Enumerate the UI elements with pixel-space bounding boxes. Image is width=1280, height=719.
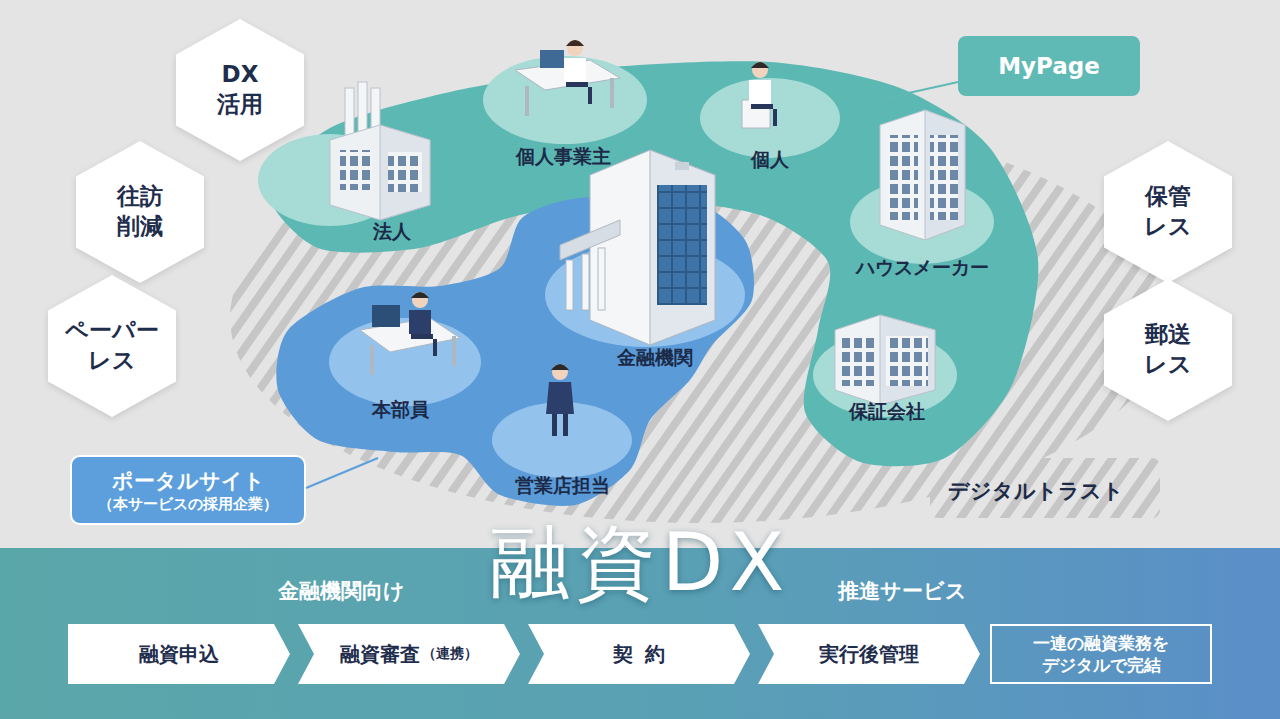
process-step: 実行後管理 xyxy=(758,624,980,684)
summary-box: 一連の融資業務を デジタルで完結 xyxy=(990,624,1212,684)
node-text: （本サービスの採用企業） xyxy=(98,495,278,514)
hexagon-shape xyxy=(48,275,176,417)
guarantee-company-building xyxy=(835,315,935,405)
hexagon-shape xyxy=(76,141,204,283)
actor-label: 法人 xyxy=(367,217,417,247)
leader-line xyxy=(306,458,378,488)
node-text: 融資審査 xyxy=(340,641,420,668)
actor-label: 個人 xyxy=(745,145,795,175)
node-text: （連携） xyxy=(422,645,478,663)
node-text: 実行後管理 xyxy=(819,641,919,668)
actor-label: 保証会社 xyxy=(843,397,931,427)
actor-label: 個人事業主 xyxy=(510,142,617,172)
benefit-hexagon: 郵送 レス xyxy=(1104,279,1232,421)
node-text: ペーパー レス xyxy=(65,316,159,376)
service-band: 金融機関向け融資DX推進サービス融資申込融資審査（連携）契約実行後管理一連の融資… xyxy=(0,548,1280,719)
person-figure xyxy=(749,62,777,126)
leader-line xyxy=(886,82,958,98)
node-text: ハウスメーカー xyxy=(856,255,989,281)
node-text: 保管 レス xyxy=(1144,182,1192,242)
node-text: 個人 xyxy=(751,147,789,173)
person-figure xyxy=(564,40,592,104)
pad-ellipse xyxy=(700,78,840,158)
node-text: 郵送 レス xyxy=(1144,320,1192,380)
node-text: 保証会社 xyxy=(849,399,925,425)
node-text: 一連の融資業務を デジタルで完結 xyxy=(1033,632,1169,676)
corporate-building xyxy=(330,82,430,220)
process-step: 契約 xyxy=(528,624,750,684)
pad-ellipse xyxy=(483,56,647,144)
node-text: 法人 xyxy=(373,219,411,245)
hexagon-shape xyxy=(176,19,304,161)
actor-label: 金融機関 xyxy=(611,343,699,373)
benefit-hexagon: 保管 レス xyxy=(1104,141,1232,283)
node-text: 本部員 xyxy=(372,397,429,423)
doctor-desk xyxy=(515,50,620,116)
benefit-hexagon: 往訪 削減 xyxy=(76,141,204,283)
benefit-hexagon: DX 活用 xyxy=(176,19,304,161)
band-text: 融資DX xyxy=(490,510,790,618)
hexagon-shape xyxy=(1104,141,1232,283)
node-text: MyPage xyxy=(998,53,1100,79)
node-text: 契約 xyxy=(613,641,677,668)
node-text: 金融機関 xyxy=(617,345,693,371)
node-text: 往訪 削減 xyxy=(117,182,163,242)
mypage-box: MyPage xyxy=(958,36,1140,96)
band-text: 推進サービス xyxy=(838,577,967,605)
band-text: 金融機関向け xyxy=(278,577,405,605)
zone-label: デジタルトラスト xyxy=(948,477,1124,505)
benefit-hexagon: ペーパー レス xyxy=(48,275,176,417)
hexagon-shape xyxy=(1104,279,1232,421)
process-step: 融資審査（連携） xyxy=(298,624,520,684)
actor-label: ハウスメーカー xyxy=(850,253,995,283)
node-text: 個人事業主 xyxy=(516,144,611,170)
house-maker-building xyxy=(880,110,965,240)
node-text: DX 活用 xyxy=(217,60,263,120)
person-figure xyxy=(546,364,574,436)
pad-ellipse xyxy=(329,318,481,406)
office-desk xyxy=(360,305,460,375)
portal-box: ポータルサイト（本サービスの採用企業） xyxy=(70,455,306,525)
node-text: 営業店担当 xyxy=(515,473,610,499)
digital-trust-zone xyxy=(930,458,1160,518)
node-text: 融資申込 xyxy=(139,641,219,668)
process-step: 融資申込 xyxy=(68,624,290,684)
node-text: ポータルサイト xyxy=(112,467,265,495)
actor-label: 本部員 xyxy=(366,395,435,425)
actor-label: 営業店担当 xyxy=(509,471,616,501)
financial-institution-building xyxy=(560,150,715,345)
person-figure xyxy=(409,292,437,356)
